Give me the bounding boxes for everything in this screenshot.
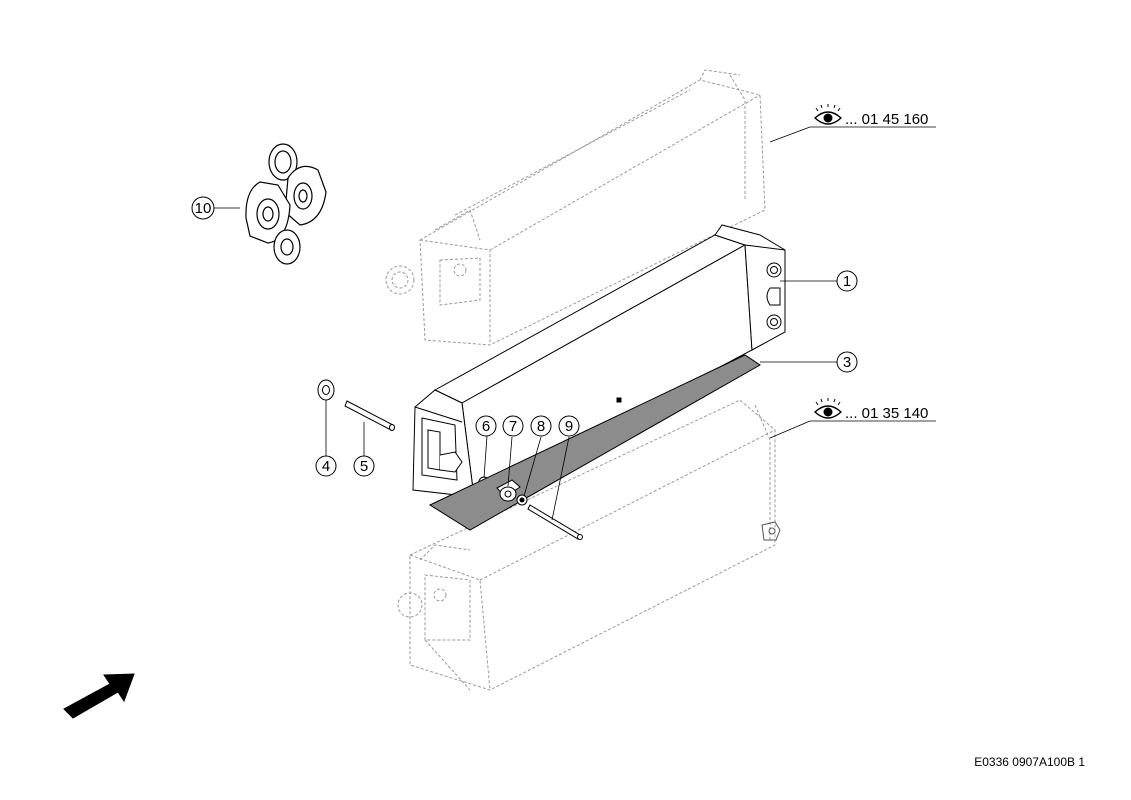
callout-8: 8 [530,415,552,437]
drawing-code: E0336 0907A100B 1 [974,755,1085,769]
eye-icon [813,104,843,125]
svg-text:7: 7 [509,418,517,435]
callout-10: 10 [191,196,215,220]
svg-text:10: 10 [195,200,212,217]
reference-top: ... 01 45 160 [813,104,928,128]
leader-lines [214,126,936,521]
callout-3: 3 [836,351,858,373]
svg-text:4: 4 [322,458,330,475]
svg-text:5: 5 [360,458,368,475]
callout-6: 6 [475,415,497,437]
callout-5: 5 [353,455,375,477]
svg-text:3: 3 [843,354,851,371]
reference-bottom: ... 01 35 140 [813,398,928,422]
svg-text:8: 8 [537,418,545,435]
svg-text:9: 9 [565,418,573,435]
callout-4: 4 [315,455,337,477]
svg-text:... 01 45 160: ... 01 45 160 [845,111,928,128]
seal-group-10 [245,143,327,265]
callout-1: 1 [836,270,858,292]
lower-fitting [761,521,781,541]
callout-7: 7 [502,415,524,437]
svg-text:1: 1 [843,273,851,290]
arrow-icon [63,673,135,719]
phantom-upper-cooler [385,69,766,346]
eye-icon [813,398,843,419]
svg-text:... 01 35 140: ... 01 35 140 [845,405,928,422]
washer-4 [317,379,335,401]
svg-text:6: 6 [482,418,490,435]
callout-9: 9 [558,415,580,437]
phantom-lower-cooler [397,399,776,691]
small-parts [496,479,583,540]
pin-5 [344,400,395,431]
